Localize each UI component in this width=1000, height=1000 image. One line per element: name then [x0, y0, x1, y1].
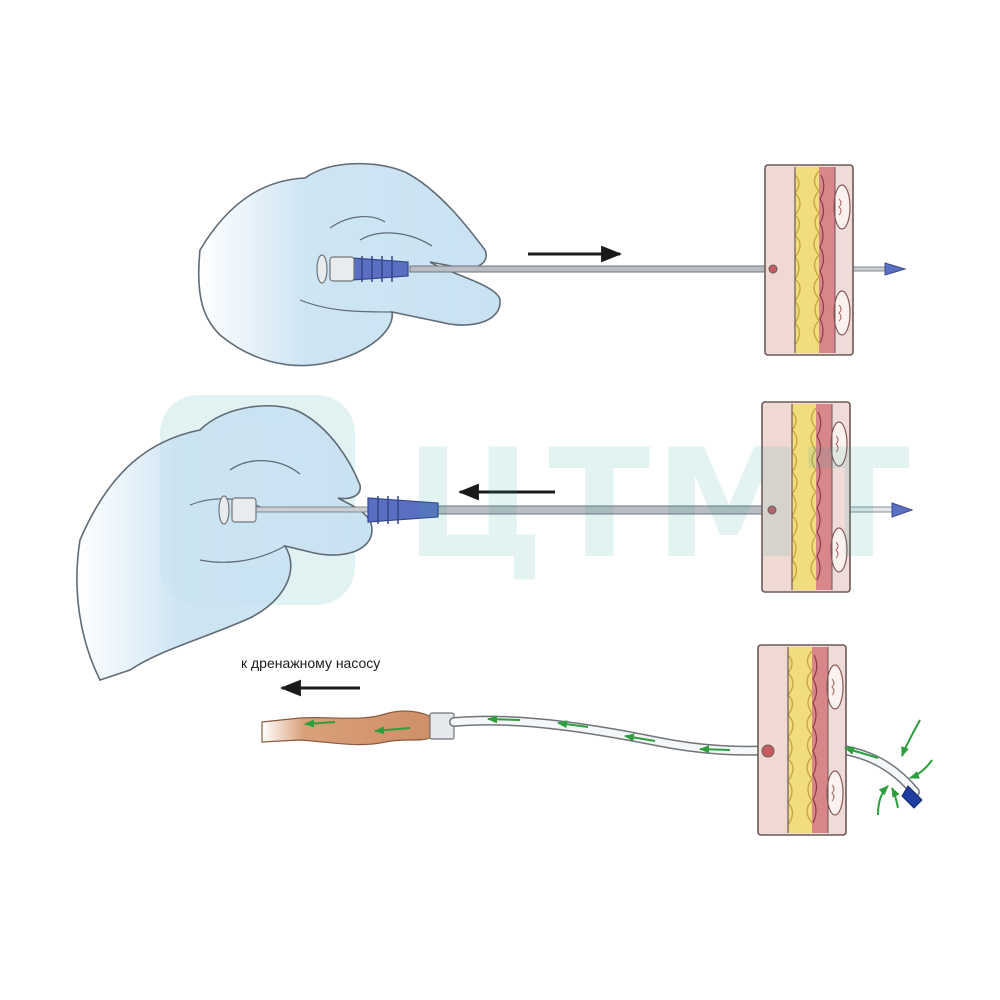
tissue-cross-section-icon	[761, 401, 851, 593]
flow-arrow-icon	[304, 715, 933, 816]
drain-catheter	[449, 715, 923, 809]
gloved-hand-icon	[76, 404, 373, 681]
drain-hose	[261, 710, 455, 746]
panel-withdrawal	[76, 401, 914, 681]
watermark-text: ЦТМТ	[405, 418, 915, 592]
tissue-cross-section-icon	[764, 164, 854, 356]
panel-insertion	[197, 162, 907, 367]
panel-drainage	[261, 644, 933, 836]
drain-pump-caption: к дренажному насосу	[241, 655, 381, 671]
tissue-cross-section-icon	[757, 644, 847, 836]
